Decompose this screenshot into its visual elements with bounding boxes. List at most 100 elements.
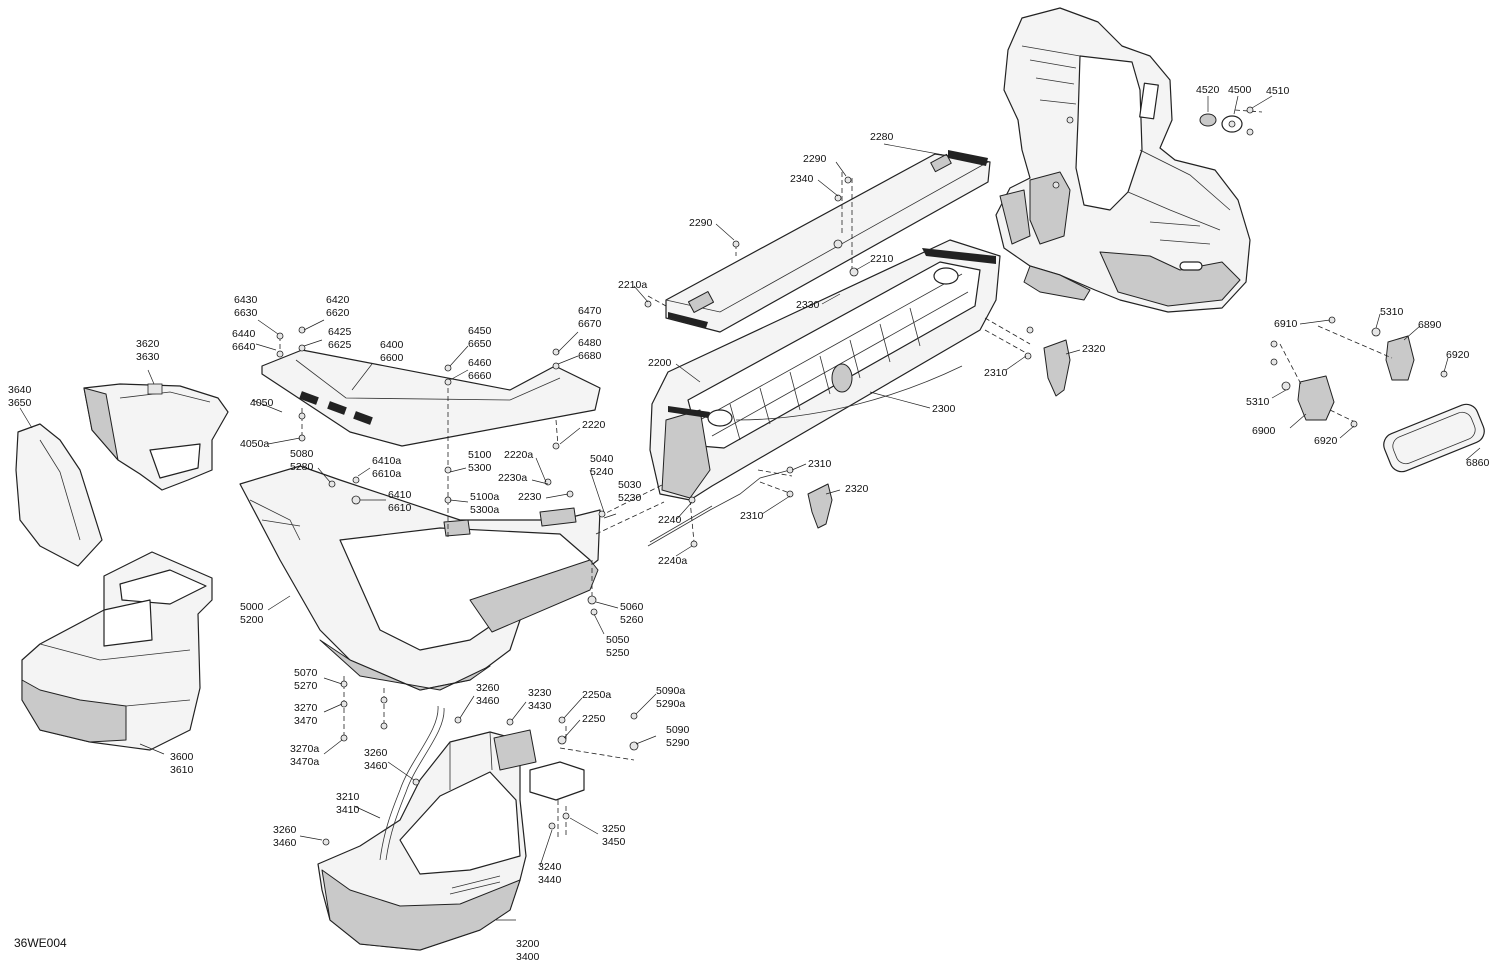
callout-line: 2220a (504, 449, 533, 461)
callout-line: 6900 (1252, 425, 1276, 437)
diagram-reference-code: 36WE004 (14, 936, 67, 950)
callout-line: 5280 (290, 461, 314, 473)
callout-2250a: 2250a (582, 689, 611, 701)
callout-line: 6410 (388, 489, 412, 501)
callout-line: 6860 (1466, 457, 1490, 469)
callout-line: 5310 (1246, 396, 1270, 408)
callout-line: 5270 (294, 680, 318, 692)
rod-2240 (647, 469, 791, 547)
callout-line: 2300 (932, 403, 956, 415)
callout-line: 5060 (620, 601, 644, 613)
callout-line: 3610 (170, 764, 194, 776)
callout-line: 6670 (578, 318, 602, 330)
callout-labels: 2280 2290 2340 2290 2210a 2210 2330 2200… (8, 84, 1490, 963)
callout-line: 3470a (290, 756, 319, 768)
callout-line: 2250a (582, 689, 611, 701)
callout-line: 6920 (1446, 349, 1470, 361)
cable-2300 (735, 365, 963, 421)
callout-line: 3230 (528, 687, 552, 699)
callout-line: 6425 (328, 326, 352, 338)
callout-line: 3400 (516, 951, 540, 963)
callout-2240: 2240 (658, 514, 682, 526)
callout-line: 6620 (326, 307, 350, 319)
callout-line: 6630 (234, 307, 258, 319)
callout-2240a: 2240a (658, 555, 687, 567)
callout-line: 6610 (388, 502, 412, 514)
callout-line: 4050 (250, 397, 274, 409)
callout-6900: 6900 (1252, 425, 1276, 437)
callout-line: 3410 (336, 804, 360, 816)
callout-line: 6625 (328, 339, 352, 351)
callout-line: 5050 (606, 634, 630, 646)
callout-line: 5090a (656, 685, 685, 697)
callout-line: 2310 (740, 510, 764, 522)
panel-6860 (1383, 403, 1485, 473)
callout-line: 3240 (538, 861, 562, 873)
callout-line: 6890 (1418, 319, 1442, 331)
callout-line: 2250 (582, 713, 606, 725)
callout-line: 2330 (796, 299, 820, 311)
callout-line: 6430 (234, 294, 258, 306)
callout-6890: 6890 (1418, 319, 1442, 331)
side-trim-3640 (15, 423, 103, 567)
callout-line: 5250 (606, 647, 630, 659)
callout-line: 2310 (984, 367, 1008, 379)
callout-line: 3460 (273, 837, 297, 849)
callout-2220a: 2220a (504, 449, 533, 461)
callout-line: 3210 (336, 791, 360, 803)
callout-2230a: 2230a (498, 472, 527, 484)
callout-line: 5070 (294, 667, 318, 679)
callout-line: 3450 (602, 836, 626, 848)
callout-6920: 6920 (1446, 349, 1470, 361)
callout-line: 3430 (528, 700, 552, 712)
callout-4520: 4520 (1196, 84, 1220, 96)
rear-frame-structure (995, 7, 1251, 313)
callout-2330: 2330 (796, 299, 820, 311)
callout-2320: 2320 (1082, 343, 1106, 355)
callout-line: 5000 (240, 601, 264, 613)
callout-line: 3260 (273, 824, 297, 836)
callout-line: 3600 (170, 751, 194, 763)
callout-2290: 2290 (803, 153, 827, 165)
callout-line: 6450 (468, 325, 492, 337)
callout-line: 5240 (590, 466, 614, 478)
rod-3210-inner (385, 707, 445, 861)
callout-line: 2230 (518, 491, 542, 503)
callout-line: 6910 (1274, 318, 1298, 330)
callout-2250: 2250 (582, 713, 606, 725)
leader-lines (19, 95, 1481, 921)
callout-line: 6480 (578, 337, 602, 349)
callout-6910: 6910 (1274, 318, 1298, 330)
callout-line: 3200 (516, 938, 540, 950)
callout-line: 3270 (294, 702, 318, 714)
center-console-tray (649, 239, 1001, 501)
callout-line: 6470 (578, 305, 602, 317)
callout-line: 2320 (1082, 343, 1106, 355)
callout-line: 3650 (8, 397, 32, 409)
bracket-6900 (1297, 375, 1335, 421)
callout-line: 3460 (476, 695, 500, 707)
